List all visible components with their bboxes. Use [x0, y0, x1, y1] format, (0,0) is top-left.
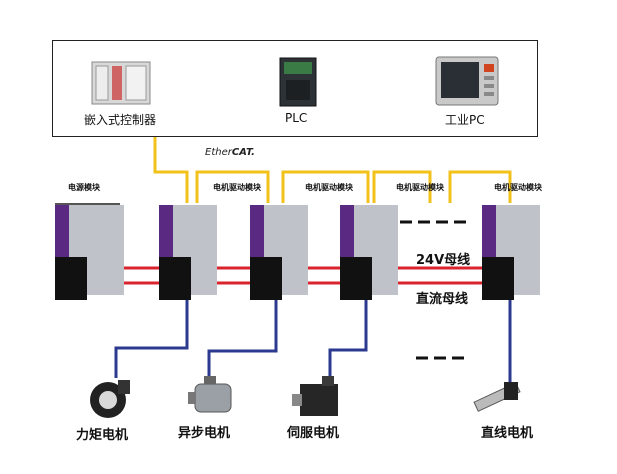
motor-cables [114, 300, 512, 385]
controller-label-plc: PLC [285, 111, 308, 125]
module-label-power: 电源模块 [68, 183, 100, 192]
controller-label-embedded: 嵌入式控制器 [84, 113, 157, 127]
industrial-pc-icon [435, 56, 499, 106]
servo-motor-icon [292, 376, 338, 416]
continuation-dashes [400, 220, 466, 360]
module-label-drive-2: 电机驱动模块 [305, 183, 353, 192]
ethercat-logo: EtherCAT. [205, 147, 255, 158]
motor-label-servo: 伺服电机 [287, 426, 340, 441]
async-motor-icon [188, 376, 232, 413]
ethercat-line [153, 137, 512, 203]
module-label-drive-1: 电机驱动模块 [213, 183, 261, 192]
bus-label-dc: 直流母线 [416, 292, 469, 307]
motor-label-torque: 力矩电机 [76, 428, 129, 443]
linear-motor-icon [473, 382, 521, 412]
torque-motor-icon [90, 380, 130, 418]
ethercat-logo-bold: CAT. [231, 147, 255, 158]
ethercat-logo-text: Ether [205, 147, 232, 158]
drive-module-4 [482, 205, 540, 300]
embedded-controller-icon [91, 61, 151, 105]
module-label-drive-3: 电机驱动模块 [396, 183, 444, 192]
bus-label-24v: 24V母线 [416, 253, 471, 268]
module-label-drive-4: 电机驱动模块 [494, 183, 542, 192]
motor-label-async: 异步电机 [178, 426, 231, 441]
drive-module-1 [159, 205, 217, 300]
plc-icon [279, 57, 317, 107]
controller-label-ipc: 工业PC [445, 113, 485, 127]
motor-label-linear: 直线电机 [481, 426, 534, 441]
drive-module-2 [250, 205, 308, 300]
power-module [55, 203, 124, 300]
drive-module-3 [340, 205, 398, 300]
